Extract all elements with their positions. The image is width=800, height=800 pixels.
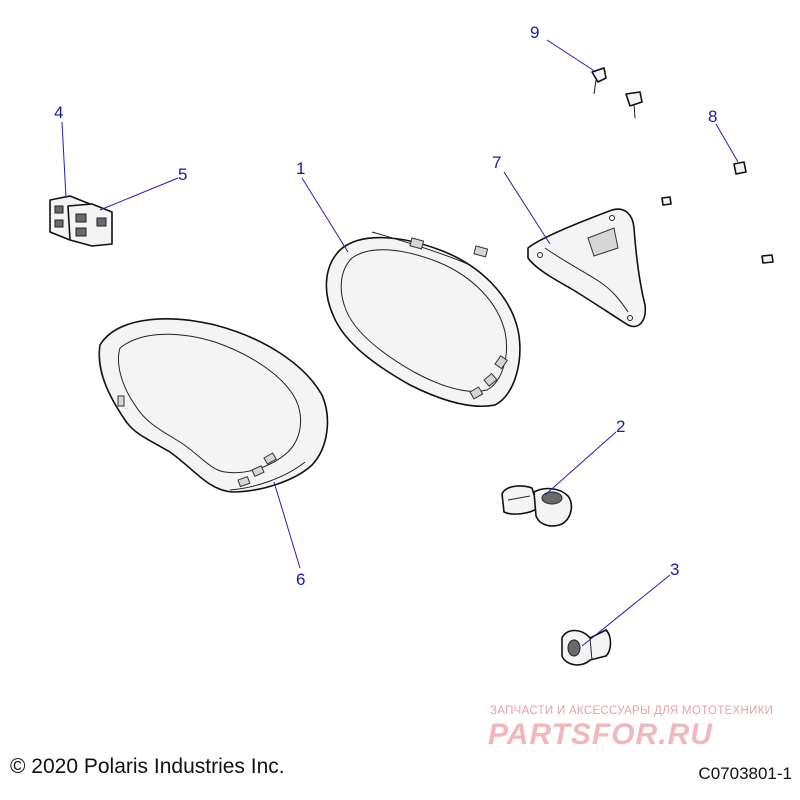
power-socket-part — [561, 629, 612, 666]
callout-1: 1 — [296, 159, 305, 178]
instrument-cluster-part — [325, 231, 521, 408]
callout-5: 5 — [178, 165, 187, 184]
callout-3: 3 — [670, 560, 679, 579]
screw-fasteners-part — [591, 67, 774, 264]
ignition-switch-part — [501, 485, 573, 527]
watermark-tagline: ЗАПЧАСТИ И АКСЕССУАРЫ ДЛЯ МОТОТЕХНИКИ — [490, 705, 774, 717]
callout-leaders — [61, 39, 739, 647]
bezel-hood-part — [98, 318, 329, 493]
mounting-bracket-part — [527, 208, 647, 328]
copyright-notice: © 2020 Polaris Industries Inc. — [10, 755, 285, 778]
callout-8: 8 — [708, 107, 717, 126]
figure-id: C0703801-1 — [698, 764, 792, 783]
callout-4: 4 — [54, 103, 63, 122]
callout-2: 2 — [616, 417, 625, 436]
rocker-switches-part — [49, 195, 113, 247]
callout-9: 9 — [530, 23, 539, 42]
callout-7: 7 — [492, 153, 501, 172]
watermark-logo: PARTSFOR.RU — [488, 718, 713, 751]
callout-6: 6 — [296, 570, 305, 589]
